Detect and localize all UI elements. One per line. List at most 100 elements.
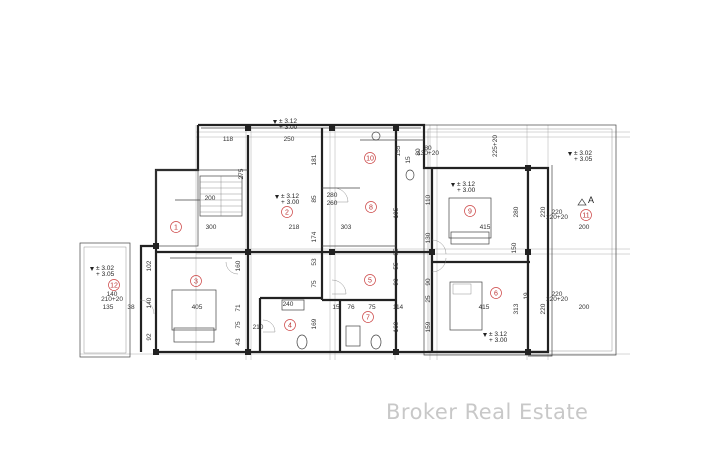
- room-number: 6: [494, 290, 498, 297]
- level-marker: ± 3.12: [281, 193, 299, 200]
- dimension-label: 80: [415, 148, 422, 156]
- level-triangle-icon: [483, 333, 487, 337]
- window-label: 260: [327, 200, 338, 207]
- level-marker: ± 3.02: [96, 265, 114, 272]
- interior-walls: [156, 128, 530, 352]
- dimension-label: 15: [332, 304, 340, 311]
- dimension-label: 15: [405, 156, 412, 164]
- dimension-label: 218: [289, 224, 300, 231]
- level-marker: + 3.00: [281, 199, 300, 206]
- dimension-label: 200: [579, 304, 590, 311]
- dimension-label: 110: [425, 194, 432, 205]
- room-marker-9: 9: [464, 205, 476, 217]
- window-label: 225+20: [492, 135, 499, 157]
- dimension-label: 118: [223, 136, 234, 143]
- dimension-label: 220: [540, 206, 547, 217]
- dimension-label: 195: [393, 207, 400, 218]
- level-marker: ± 3.02: [574, 150, 592, 157]
- dimension-label: 169: [311, 318, 318, 329]
- window-label: 130+20: [417, 150, 439, 157]
- room-marker-circle: [281, 206, 293, 218]
- level-marker: ± 3.12: [279, 118, 297, 125]
- exterior-walls: [139, 123, 553, 357]
- dimension-label: 200: [205, 195, 216, 202]
- window-label: 220: [552, 291, 563, 298]
- furniture: [170, 131, 492, 350]
- dimension-label: 140: [146, 297, 153, 308]
- dimension-label: 415: [480, 224, 491, 231]
- dimension-label: 181: [311, 154, 318, 165]
- room-number: 12: [110, 282, 118, 289]
- room-marker-3: 3: [190, 275, 202, 287]
- dimension-label: 90: [393, 278, 400, 286]
- room-marker-10: 10: [364, 152, 376, 164]
- dimension-label: 43: [235, 338, 242, 346]
- room-marker-circle: [365, 201, 377, 213]
- level-triangle-icon: [90, 267, 94, 271]
- level-marker: + 3.05: [574, 156, 593, 163]
- dimension-label: 313: [513, 303, 520, 314]
- level-triangle-icon: [275, 195, 279, 199]
- room-marker-circle: [580, 209, 592, 221]
- dimension-label: 250: [284, 136, 295, 143]
- dimension-label: 90: [425, 278, 432, 286]
- watermark: Broker Real Estate: [386, 400, 588, 424]
- level-markers: ± 3.02+ 3.05± 3.12+ 3.00± 3.12+ 3.00± 3.…: [90, 118, 593, 344]
- room-number: 5: [368, 277, 372, 284]
- room-number: 9: [468, 208, 472, 215]
- window-label: 210: [253, 324, 264, 331]
- room-marker-circle: [364, 274, 376, 286]
- dimension-label: 300: [206, 224, 217, 231]
- room-number: 1: [174, 224, 178, 231]
- window-label: 140: [107, 291, 118, 298]
- terrace-outline: [79, 124, 617, 358]
- dimension-label: 200: [579, 224, 590, 231]
- window-labels: 80130+20220220+20220220+2028026024021014…: [101, 135, 568, 331]
- room-marker-1: 1: [170, 221, 182, 233]
- room-number: 11: [582, 212, 589, 219]
- staircase: [175, 175, 243, 217]
- room-number: 8: [369, 204, 373, 211]
- level-marker: + 3.00: [457, 187, 476, 194]
- level-triangle-icon: [451, 183, 455, 187]
- room-number: 10: [366, 155, 374, 162]
- dimension-label: 303: [341, 224, 352, 231]
- dimension-label: 95: [393, 248, 400, 256]
- dimension-label: 92: [146, 333, 153, 341]
- room-marker-2: 2: [281, 206, 293, 218]
- room-marker-circle: [284, 319, 296, 331]
- level-marker: + 3.00: [279, 124, 298, 131]
- dimension-label: 75: [368, 304, 376, 311]
- window-label: 210+20: [101, 296, 123, 303]
- window-label: 220: [552, 209, 563, 216]
- dimension-label: 71: [235, 304, 242, 312]
- room-marker-11: 11: [580, 209, 592, 221]
- dimension-label: 75: [235, 321, 242, 329]
- room-marker-circle: [190, 275, 202, 287]
- dimension-label: 19: [523, 292, 530, 300]
- room-marker-7: 7: [362, 311, 374, 323]
- dimension-label: 169: [393, 321, 400, 332]
- window-label: 240: [283, 301, 294, 308]
- room-number: 4: [288, 322, 292, 329]
- dimension-label: 75: [311, 280, 318, 288]
- window-label: 280: [327, 192, 338, 199]
- room-marker-circle: [362, 311, 374, 323]
- dimension-label: 275: [238, 168, 245, 179]
- room-marker-circle: [170, 221, 182, 233]
- room-marker-circle: [490, 287, 502, 299]
- section-marker: A: [577, 195, 594, 206]
- window-label: 80: [424, 145, 432, 152]
- dimension-label: 135: [103, 304, 114, 311]
- room-marker-6: 6: [490, 287, 502, 299]
- dimension-label: 150: [511, 242, 518, 253]
- room-marker-4: 4: [284, 319, 296, 331]
- doors: [139, 187, 447, 333]
- level-marker: + 3.00: [489, 337, 508, 344]
- room-marker-circle: [364, 152, 376, 164]
- room-number: 2: [285, 209, 289, 216]
- level-marker: ± 3.12: [457, 181, 475, 188]
- dimension-label: 415: [479, 304, 490, 311]
